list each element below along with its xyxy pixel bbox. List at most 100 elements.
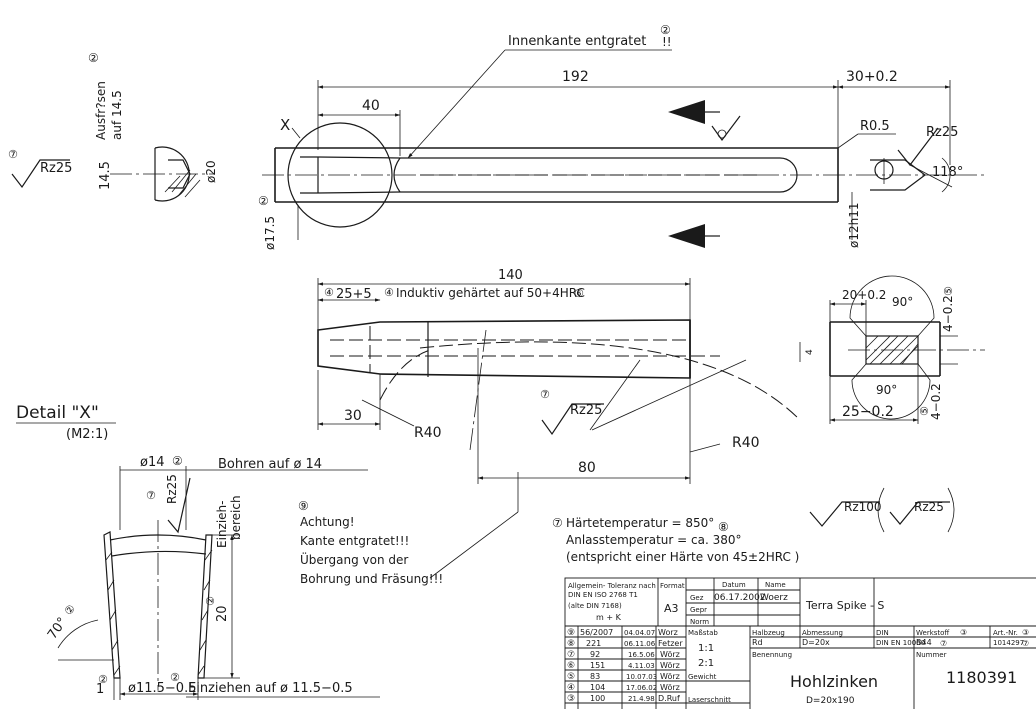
rev-date: 21.4.98 [628,695,655,703]
dim-4-minus-top: 4−0.2 [941,295,955,332]
rev-no: 92 [590,650,600,659]
dim-30: 30 [344,408,362,424]
tb-werkstoff-label: Werkstoff [916,629,949,637]
rev-no: 221 [586,639,601,648]
dim-d12h11: ø12h11 [847,203,861,249]
detail-scale: (M2:1) [66,427,108,442]
tb-tol-3: (alte DIN 7168) [568,602,622,610]
note-ausfraesen-1: Ausfr?sen [94,81,108,140]
dim-d20: ø20 [204,160,218,183]
tb-artnr-value: 1014297 [993,639,1024,647]
dim-d175-mark: ② [258,194,269,208]
note-haertetemp: Härtetemperatur = 850° [566,516,714,530]
note-einzieh-2: bereich [229,495,243,540]
note-ausfraesen-mark: ② [88,51,99,65]
revision-rows: ⑨ 56/2007 04.04.07 Worz ⑧ 221 06.11.06 F… [567,628,683,704]
dim-d14: ø14 [140,455,165,470]
rev-mark: ③ [567,694,575,704]
dim-20-plus: 20+0.2 [842,288,886,302]
tb-werkstoff-mark: ③ [960,628,967,637]
tb-tol-2: DIN EN ISO 2768 T1 [568,591,638,599]
note-bohrung: Bohrung und Fräsung!!! [300,572,443,586]
roughness-detail-mark: ⑦ [146,489,156,502]
tb-werkstoff-value: B44 [916,638,932,647]
dim-70: 70° [45,615,71,642]
tb-part-name: Hohlzinken [790,672,878,691]
tb-benennung-label: Benennung [752,651,792,659]
top-view: Innenkante entgratet !! ② X 192 [258,23,985,250]
rev-name: Wörz [660,672,680,681]
note-haertetemp-mark: ⑦ [552,516,563,530]
tb-massstab-1: 1:1 [698,643,714,654]
note-achtung: Achtung! [300,515,355,529]
tb-laserschnitt: Laserschnitt [688,696,731,704]
rev-mark: ⑧ [567,639,575,649]
note-innenkante: Innenkante entgratet [508,34,646,49]
note-achtung-mark: ⑨ [298,499,309,513]
rev-date: 16.5.06 [628,651,655,659]
tb-gez-name: Woerz [760,593,788,603]
roughness-rz25-mid: Rz25 [570,403,602,418]
detail-x-view: Detail "X" (M2:1) ø14 ② Bohren auf ø 14 … [16,403,380,700]
tb-halbzeug-label: Halbzeug [752,629,785,637]
dim-140: 140 [498,268,523,283]
direction-arrow-bottom [668,224,705,248]
rev-mark: ⑥ [567,661,575,671]
dim-25-minus: 25−0.2 [842,404,894,420]
dim-4-minus-bottom: 4−0.2 [929,383,943,420]
tb-halbzeug-value: Rd [752,638,763,647]
tb-gez-date: 06.17.2002 [714,593,766,603]
tb-abmessung-label: Abmessung [802,629,843,637]
roughness-rz25-detail: Rz25 [165,474,179,504]
note-kante: Kante entgratet!!! [300,534,409,548]
tb-norm: Norm [690,618,709,626]
dim-20-detail-mark: ② [204,596,217,606]
dim-r05: R0.5 [860,119,890,134]
roughness-left-mark: ⑦ [8,148,18,161]
rev-name: Worz [658,628,678,637]
direction-arrow-top [668,100,705,124]
notes: ⑨ Achtung! Kante entgratet!!! Übergang v… [298,472,955,586]
end-view: ø20 14.5 Ausfr?sen auf 14.5 ② Rz25 ⑦ [8,51,218,202]
note-uebergang: Übergang von der [300,551,408,567]
rev-date: 10.07.03 [626,673,657,681]
note-entspricht: (entspricht einer Härte von 45±2HRC ) [566,550,799,564]
tb-massstab-label: Maßstab [688,629,718,637]
dim-90-bottom: 90° [876,383,897,397]
note-ausfraesen-2: auf 14.5 [110,90,124,140]
detail-x-circle [287,122,393,228]
tb-gewicht: Gewicht [688,673,717,681]
tb-format-label: Format [660,582,685,590]
rev-no: 56/2007 [580,628,613,637]
dim-192: 192 [562,69,589,85]
title-block: Allgemein- Toleranz nach DIN EN ISO 2768… [564,577,1036,709]
dim-145: 14.5 [98,161,113,190]
rev-name: Fetzer [658,639,683,648]
tb-abmessung-value: D=20x [802,638,830,647]
roughness-rz25-general: Rz25 [914,500,944,514]
dim-25-plus: 25+5 [336,287,372,302]
dim-90-top: 90° [892,295,913,309]
roughness-rz25-left: Rz25 [40,161,72,176]
detail-title: Detail "X" [16,403,99,423]
tb-tol-1: Allgemein- Toleranz nach [568,582,656,590]
rev-date: 4.11.03 [628,662,655,670]
note-innenkante-mark: ② [660,23,671,37]
rev-mark: ④ [567,683,575,693]
rev-date: 04.04.07 [624,629,655,637]
tb-artnr-mark: ③ [1022,628,1029,637]
note-induktiv: Induktiv gehärtet auf 50+4HRC [396,286,585,300]
dim-118: 118° [932,165,963,180]
middle-view: 140 ④ 25+5 ④ Induktiv gehärtet auf 50+4H… [317,268,815,484]
rev-name: Wörz [660,661,680,670]
tb-werkstoff-value-mark: ⑦ [940,639,947,648]
dim-4: 4 [805,349,815,355]
rev-date: 17.06.02 [626,684,657,692]
dim-70-mark: ② [62,602,78,618]
dim-40: 40 [362,98,380,114]
dim-80: 80 [578,460,596,476]
note-einzieh-1: Einzieh- [215,501,229,548]
dim-d175: ø17.5 [263,216,277,250]
note-haertetemp-mark2: ⑧ [718,520,729,534]
